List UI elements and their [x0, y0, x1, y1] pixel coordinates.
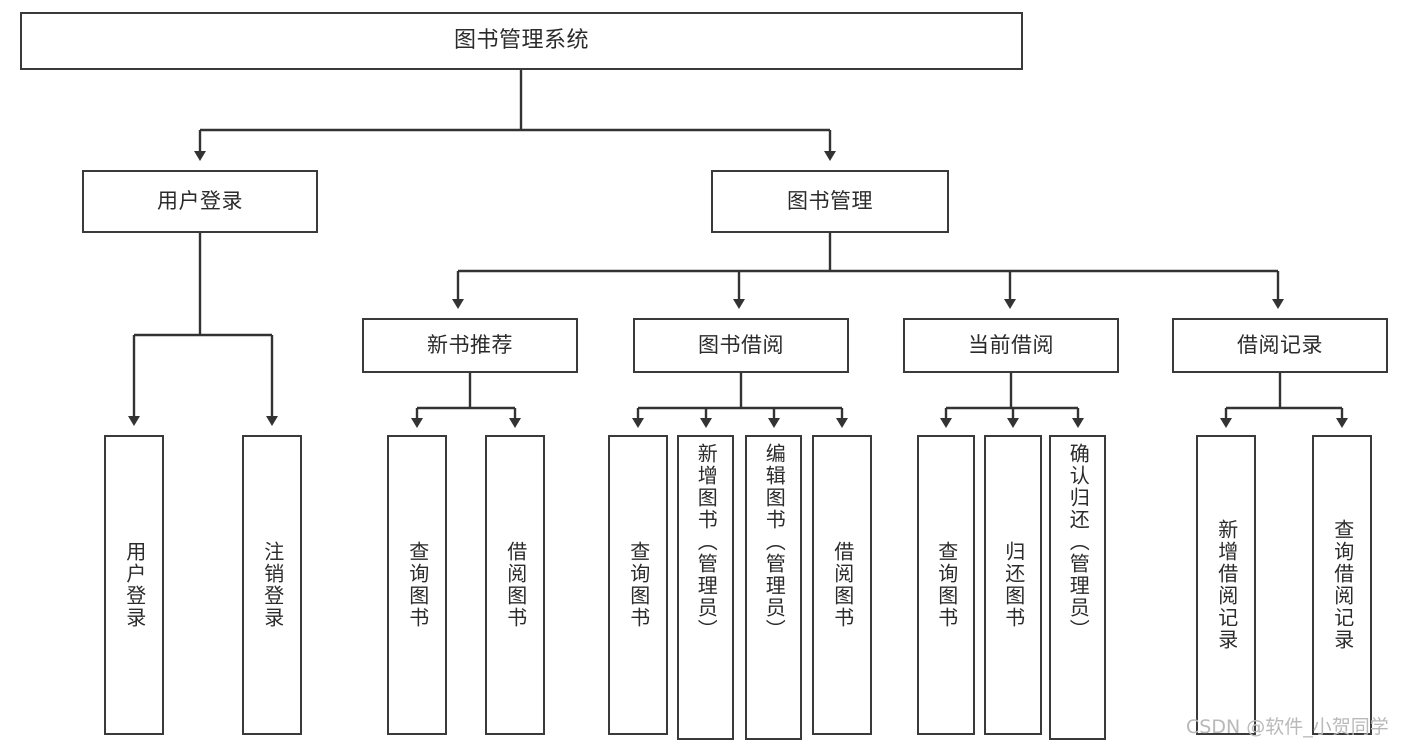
node-leaf-record-add-label: 新增借阅记录	[1214, 519, 1239, 651]
node-leaf-borrow-lend-label: 借阅图书	[830, 541, 855, 629]
node-leaf-rec-query[interactable]: 查询图书	[387, 435, 447, 735]
node-book-borrow[interactable]: 图书借阅	[633, 318, 849, 373]
node-leaf-user-logout[interactable]: 注销登录	[242, 435, 302, 735]
node-leaf-rec-borrow-label: 借阅图书	[503, 541, 528, 629]
node-leaf-cur-confirm[interactable]: 确认归还（管理员）	[1049, 435, 1106, 740]
node-current-borrow-label: 当前借阅	[968, 333, 1054, 358]
node-leaf-cur-query-label: 查询图书	[934, 541, 959, 629]
node-leaf-borrow-query-label: 查询图书	[626, 541, 651, 629]
node-leaf-borrow-edit[interactable]: 编辑图书（管理员）	[745, 435, 802, 740]
node-leaf-cur-confirm-label: 确认归还（管理员）	[1066, 443, 1091, 641]
node-borrow-record-label: 借阅记录	[1237, 333, 1323, 358]
node-user-login-label: 用户登录	[157, 189, 243, 214]
node-book-manage[interactable]: 图书管理	[711, 170, 949, 233]
node-book-manage-label: 图书管理	[787, 189, 873, 214]
node-leaf-borrow-query[interactable]: 查询图书	[608, 435, 668, 735]
node-new-book-rec-label: 新书推荐	[427, 333, 513, 358]
node-leaf-borrow-edit-label: 编辑图书（管理员）	[762, 443, 787, 641]
node-leaf-rec-borrow[interactable]: 借阅图书	[485, 435, 545, 735]
node-current-borrow[interactable]: 当前借阅	[903, 318, 1119, 373]
node-leaf-cur-return[interactable]: 归还图书	[984, 435, 1042, 735]
node-leaf-user-login[interactable]: 用户登录	[104, 435, 164, 735]
node-leaf-cur-query[interactable]: 查询图书	[917, 435, 975, 735]
watermark: CSDN @软件_小贺同学	[1186, 716, 1389, 738]
node-leaf-borrow-lend[interactable]: 借阅图书	[812, 435, 872, 735]
node-leaf-record-query-label: 查询借阅记录	[1330, 519, 1355, 651]
node-new-book-rec[interactable]: 新书推荐	[362, 318, 578, 373]
node-leaf-record-add[interactable]: 新增借阅记录	[1196, 435, 1256, 735]
node-leaf-cur-return-label: 归还图书	[1001, 541, 1026, 629]
node-borrow-record[interactable]: 借阅记录	[1172, 318, 1388, 373]
node-book-borrow-label: 图书借阅	[698, 333, 784, 358]
node-leaf-user-login-label: 用户登录	[122, 541, 147, 629]
node-root[interactable]: 图书管理系统	[20, 12, 1023, 70]
node-leaf-record-query[interactable]: 查询借阅记录	[1312, 435, 1372, 735]
node-user-login[interactable]: 用户登录	[82, 170, 318, 233]
node-root-label: 图书管理系统	[453, 28, 589, 54]
node-leaf-user-logout-label: 注销登录	[260, 541, 285, 629]
node-leaf-rec-query-label: 查询图书	[405, 541, 430, 629]
node-leaf-borrow-add-label: 新增图书（管理员）	[694, 443, 719, 641]
node-leaf-borrow-add[interactable]: 新增图书（管理员）	[677, 435, 734, 740]
